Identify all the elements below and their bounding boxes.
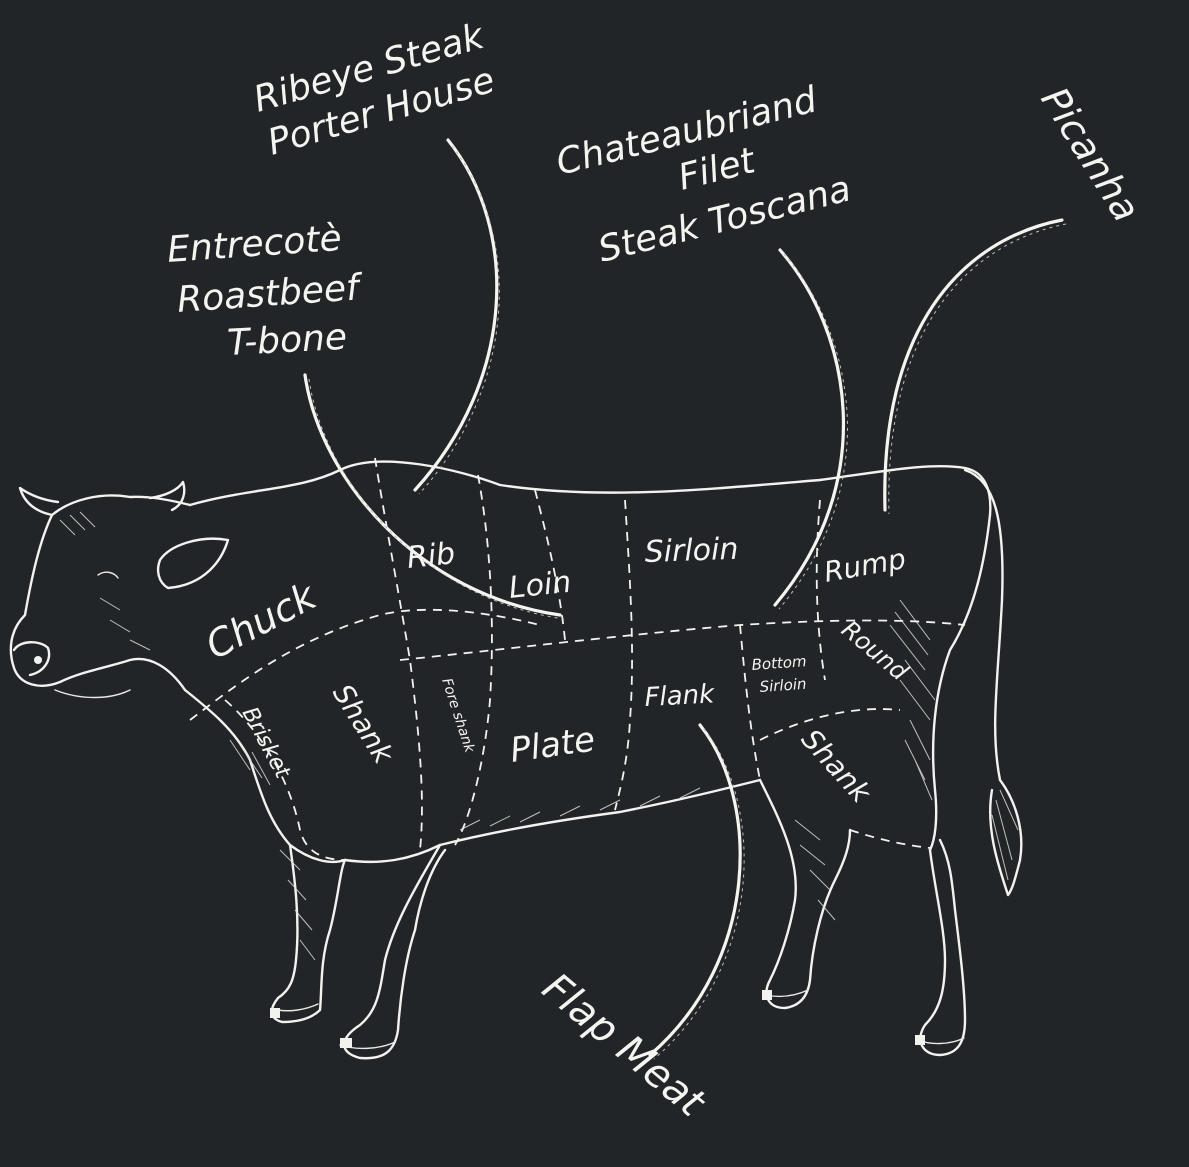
callout-entrecote-line1: Entrecotè (166, 218, 343, 271)
cut-line (615, 500, 632, 810)
cut-label-bottom-sirloin-line2: Sirloin (759, 675, 807, 696)
callout-entrecote-line2: Roastbeef (176, 267, 366, 321)
cow-rear (930, 515, 990, 850)
callout-picanha: Picanha (1032, 79, 1148, 229)
cut-label-brisket: Brisket (237, 703, 296, 784)
cow-back-line (190, 462, 990, 515)
front-leg-right (344, 845, 445, 1058)
hoof-mark (762, 990, 772, 1000)
cut-label-rib: Rib (405, 536, 457, 576)
cut-line (740, 625, 760, 780)
callout-flap-meat: Flap Meat (534, 964, 715, 1126)
cut-label-shank-front: Shank (326, 678, 401, 770)
cut-label-plate: Plate (508, 719, 598, 770)
cut-label-bottom-sirloin-line1: Bottom (751, 652, 807, 674)
hoof-mark (270, 1008, 280, 1018)
hoof (278, 1004, 318, 1011)
cow-eye (98, 572, 118, 578)
cut-label-round: Round (836, 615, 914, 686)
cut-line (375, 458, 422, 850)
cut-line (455, 475, 492, 845)
cut-label-rump: Rump (821, 542, 908, 589)
nostril (34, 656, 42, 664)
cut-label-sirloin: Sirloin (644, 532, 739, 570)
arc-ribeye (415, 140, 497, 490)
hind-leg-left (760, 780, 850, 1008)
arc-picanha (885, 220, 1062, 510)
cow-tail (965, 470, 1021, 895)
horn-right (150, 482, 184, 510)
cow-nose (14, 642, 49, 675)
cut-label-flank: Flank (644, 679, 716, 713)
hoof-mark (915, 1035, 925, 1045)
cut-label-shank-rear: Shank (795, 723, 879, 811)
arc-chateaubriand (775, 250, 843, 605)
cut-line (850, 830, 930, 848)
cut-label-chuck: Chuck (199, 573, 325, 668)
callout-labels: Ribeye Steak Porter House Entrecotè Roas… (166, 15, 1149, 1126)
cow-ear (158, 539, 228, 588)
hind-leg-right (920, 840, 965, 1055)
horn-left (20, 488, 58, 515)
callout-entrecote-line3: T-bone (226, 317, 348, 364)
hoof-mark (340, 1038, 352, 1048)
cut-label-fore-shank: Fore shank (438, 676, 477, 755)
front-leg-left (272, 845, 345, 1022)
cow-mouth (55, 690, 130, 698)
arc-flap-meat (650, 725, 740, 1055)
cut-labels: Chuck Rib Loin Sirloin Rump Round Briske… (199, 532, 914, 811)
cut-label-loin: Loin (507, 565, 573, 606)
callout-arcs (305, 140, 1066, 1059)
cow-belly (345, 780, 760, 862)
